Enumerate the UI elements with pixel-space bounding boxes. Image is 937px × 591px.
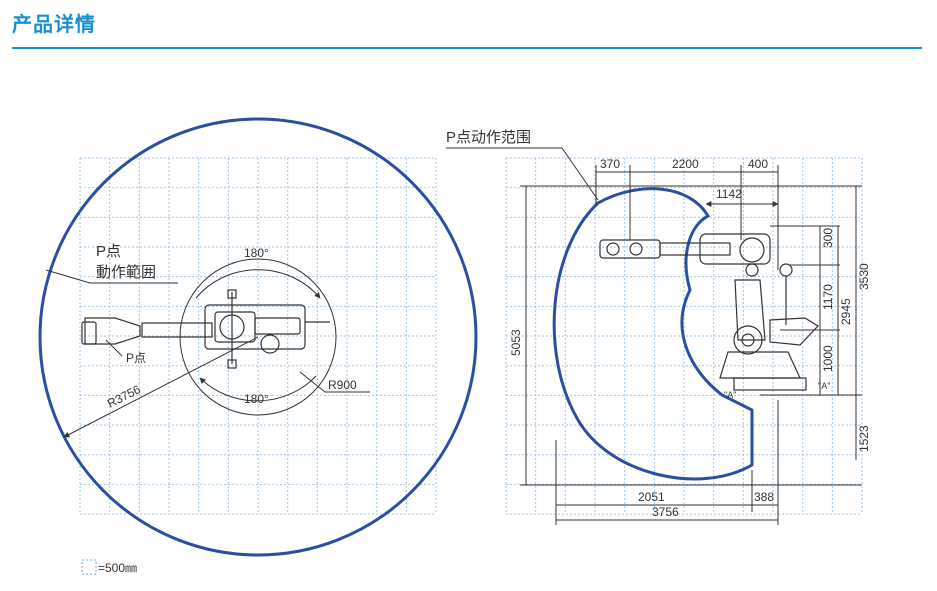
legend-grid-square	[81, 559, 97, 575]
dim-300: 300	[821, 228, 835, 248]
robot-side-shape	[599, 233, 819, 391]
angle-bottom-label: 180°	[244, 392, 269, 406]
dim-2051: 2051	[638, 490, 665, 504]
radius-inner-label: R900	[328, 378, 357, 392]
rotation-arc-bottom	[199, 375, 317, 402]
p-point-envelope	[552, 187, 754, 481]
angle-top-label: 180°	[244, 246, 269, 260]
outer-reach-circle	[38, 117, 478, 557]
dim-5053: 5053	[509, 329, 523, 356]
side-view-title: P点动作范围	[446, 129, 531, 146]
p-range-label-line2: 動作範囲	[96, 263, 156, 281]
dim-1523: 1523	[857, 425, 871, 452]
side-view: P点动作范围 "A" "A" 370	[446, 129, 871, 525]
top-view-grid	[79, 157, 437, 515]
rotation-arc-top	[195, 269, 321, 299]
legend: =500㎜	[81, 559, 137, 575]
dim-400: 400	[748, 157, 768, 171]
robot-top-shape	[81, 289, 330, 369]
dim-370: 370	[600, 157, 620, 171]
dim-2200: 2200	[672, 157, 699, 171]
radius-inner-leader	[299, 371, 326, 393]
radius-line-outer	[63, 336, 259, 438]
side-view-grid	[505, 157, 863, 515]
p-range-label-line1: P点	[96, 243, 121, 260]
top-view: R3756 R900 180° 180° P点 動作範囲 P点	[38, 117, 478, 557]
dim-1000: 1000	[821, 345, 835, 372]
view-mark-right: "A"	[818, 381, 830, 391]
dim-3756: 3756	[652, 505, 679, 519]
dim-2945: 2945	[839, 298, 853, 325]
header-divider	[12, 47, 922, 49]
dim-1170: 1170	[821, 284, 835, 310]
page-title: 产品详情	[12, 12, 96, 36]
view-mark-left: "A"	[724, 390, 736, 400]
dim-3530: 3530	[857, 263, 871, 290]
legend-scale-label: =500㎜	[98, 561, 137, 575]
p-point-label: P点	[126, 351, 146, 365]
dim-1142: 1142	[716, 187, 742, 201]
dim-388: 388	[754, 490, 774, 504]
